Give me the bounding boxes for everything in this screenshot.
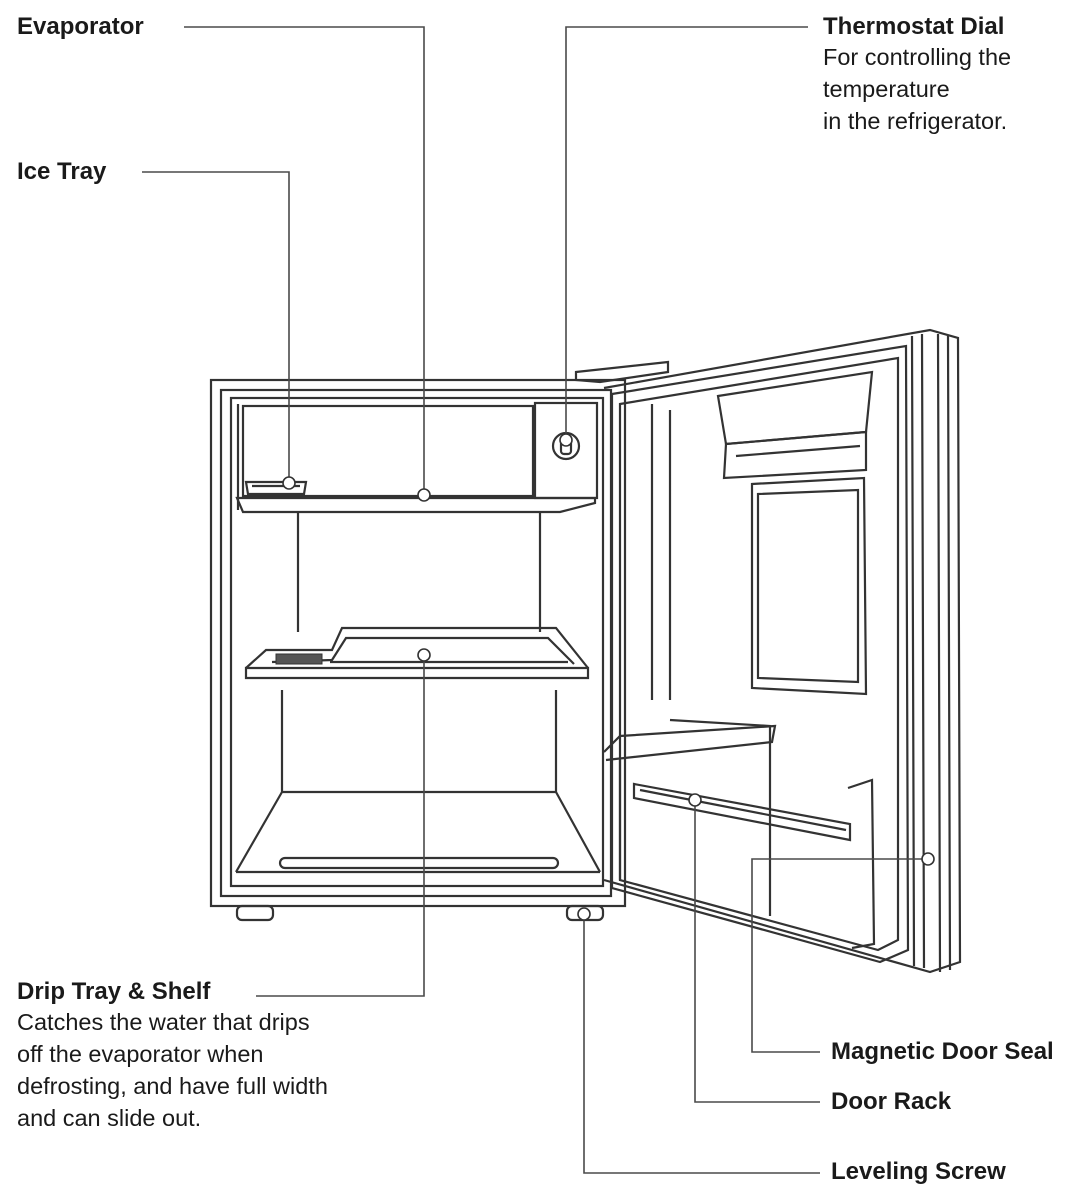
thermostat-dial-callout: Thermostat Dial For controlling the temp…: [823, 12, 1011, 137]
leader-lines: [142, 26, 928, 1174]
thermostat-dial-label: Thermostat Dial: [823, 13, 1005, 40]
thermostat-dial-desc-2: temperature: [823, 76, 950, 102]
evaporator-label: Evaporator: [17, 13, 144, 40]
evaporator-unit: [235, 404, 597, 514]
drip-tray-shelf-desc-2: off the evaporator when: [17, 1041, 264, 1067]
drip-tray-shelf-label: Drip Tray & Shelf: [17, 978, 211, 1005]
callout-dot-thermostat: [559, 433, 573, 447]
thermostat-dial-desc-3: in the refrigerator.: [823, 108, 1008, 134]
drip-tray-shelf-callout: Drip Tray & Shelf Catches the water that…: [17, 977, 328, 1134]
drip-tray-shelf-desc-3: defrosting, and have full width: [17, 1073, 328, 1099]
callout-dots: [282, 433, 935, 921]
drip-tray-shelf-desc-4: and can slide out.: [17, 1105, 202, 1131]
door: [603, 328, 962, 974]
hinge: [574, 360, 670, 384]
drip-tray-shelf-desc-1: Catches the water that drips: [17, 1009, 310, 1035]
callout-dot-leveling-screw: [577, 907, 591, 921]
callout-dot-drip-tray: [417, 648, 431, 662]
drip-tray-shelf: [244, 626, 590, 680]
callout-dot-door-seal: [921, 852, 935, 866]
callout-dot-door-rack: [688, 793, 702, 807]
ice-tray-label: Ice Tray: [17, 158, 107, 185]
door-rack-label: Door Rack: [831, 1088, 952, 1115]
magnetic-door-seal-label: Magnetic Door Seal: [831, 1038, 1054, 1065]
callout-dot-evaporator: [417, 488, 431, 502]
callout-dot-ice-tray: [282, 476, 296, 490]
leveling-screw-label: Leveling Screw: [831, 1158, 1006, 1185]
ice-tray: [244, 480, 308, 496]
thermostat-dial-desc-1: For controlling the: [823, 44, 1012, 70]
